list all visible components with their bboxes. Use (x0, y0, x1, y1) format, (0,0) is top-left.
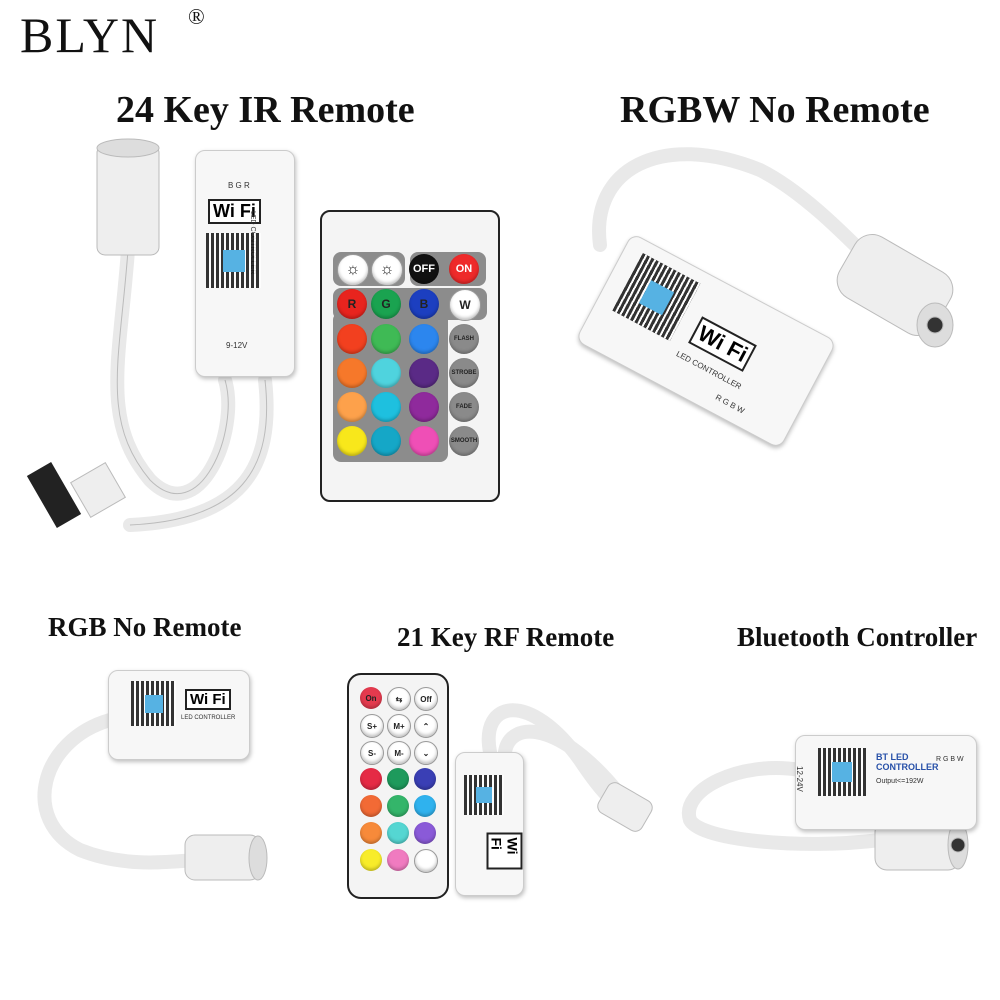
rf-button[interactable]: ⇆ (387, 687, 411, 711)
ir-color-button[interactable] (409, 426, 439, 456)
ir-color-button[interactable] (337, 426, 367, 456)
bluetooth-controller: 12-24V BT LED CONTROLLER Output<=192W R … (795, 735, 977, 830)
ir-color-button[interactable] (337, 392, 367, 422)
output-label: Output<=192W (876, 778, 924, 785)
rf-color-button[interactable] (387, 768, 409, 790)
rf-button[interactable]: S- (360, 741, 384, 765)
ir-button-b[interactable]: B (409, 289, 439, 319)
ir-button-brightness[interactable]: ☼ (337, 254, 369, 286)
dc-jack (96, 138, 969, 881)
ir-button-brightness[interactable]: ☼ (371, 254, 403, 286)
wifi-controller-ir: B G R Wi Fi LED CONTROLLER 9-12V (195, 150, 295, 377)
ir-color-button[interactable] (409, 358, 439, 388)
wifi-logo: Wi Fi (486, 832, 523, 870)
rf-color-button[interactable] (360, 768, 382, 790)
qr-code (131, 681, 176, 726)
pin-label: R G B W (936, 756, 964, 763)
rf-color-button[interactable] (387, 795, 409, 817)
rf-button[interactable]: ⌄ (414, 741, 438, 765)
rf-button[interactable]: ⌃ (414, 714, 438, 738)
bt-title: Bluetooth Controller (737, 622, 978, 652)
ir-button-r[interactable]: R (337, 289, 367, 319)
rf-button[interactable]: S+ (360, 714, 384, 738)
rgb-title: RGB No Remote (48, 612, 242, 642)
rf-color-button[interactable] (414, 822, 436, 844)
qr-code (818, 748, 866, 796)
ir-button-smooth[interactable]: SMOOTH (449, 426, 479, 456)
qr-code (612, 253, 701, 341)
ir-button-strobe[interactable]: STROBE (449, 358, 479, 388)
wifi-logo: Wi Fi (208, 199, 261, 224)
controller-label: LED CONTROLLER (181, 715, 236, 721)
rf-color-button[interactable] (360, 849, 382, 871)
ir-button-flash[interactable]: FLASH (449, 324, 479, 354)
qr-code (464, 775, 504, 815)
ir-button-fade[interactable]: FADE (449, 392, 479, 422)
voltage-label: 9-12V (226, 341, 248, 350)
ir-button-w[interactable]: W (449, 289, 481, 321)
ir-color-button[interactable] (409, 392, 439, 422)
wifi-controller-rgb: Wi Fi LED CONTROLLER (108, 670, 250, 760)
brand-logo: BLYN (20, 7, 160, 63)
ir-color-button[interactable] (371, 358, 401, 388)
rf-color-button[interactable] (360, 822, 382, 844)
ir-button-on[interactable]: ON (449, 254, 479, 284)
rf-color-button[interactable] (414, 768, 436, 790)
ir-button-g[interactable]: G (371, 289, 401, 319)
pin-connector (26, 461, 127, 528)
ir-color-button[interactable] (337, 358, 367, 388)
rf-color-button[interactable] (360, 795, 382, 817)
pin-label: R G B W (713, 392, 746, 416)
voltage-label: 12-24V (795, 766, 804, 792)
rf-button[interactable]: M+ (387, 714, 411, 738)
rf-button[interactable]: M- (387, 741, 411, 765)
ir-remote-title: 24 Key IR Remote (116, 89, 415, 131)
ir-color-button[interactable] (371, 426, 401, 456)
rf-color-button[interactable] (387, 822, 409, 844)
pin-label: B G R (228, 181, 250, 190)
ir-color-button[interactable] (337, 324, 367, 354)
controller-label: BT LED CONTROLLER (876, 752, 939, 772)
wifi-logo: Wi Fi (185, 689, 231, 710)
ir-button-off[interactable]: OFF (409, 254, 439, 284)
rf-button[interactable]: Off (414, 687, 438, 711)
qr-code (206, 233, 261, 288)
rf-color-button[interactable] (387, 849, 409, 871)
ir-color-button[interactable] (371, 324, 401, 354)
rf-button[interactable]: On (360, 687, 382, 709)
wifi-controller-rf: Wi Fi (455, 752, 524, 896)
rf-color-button[interactable] (414, 795, 436, 817)
rf-color-button[interactable] (414, 849, 438, 873)
ir-color-button[interactable] (409, 324, 439, 354)
ir-color-button[interactable] (371, 392, 401, 422)
rgbw-title: RGBW No Remote (620, 89, 930, 131)
rf-remote-title: 21 Key RF Remote (397, 622, 615, 652)
registered-mark: ® (188, 4, 205, 29)
